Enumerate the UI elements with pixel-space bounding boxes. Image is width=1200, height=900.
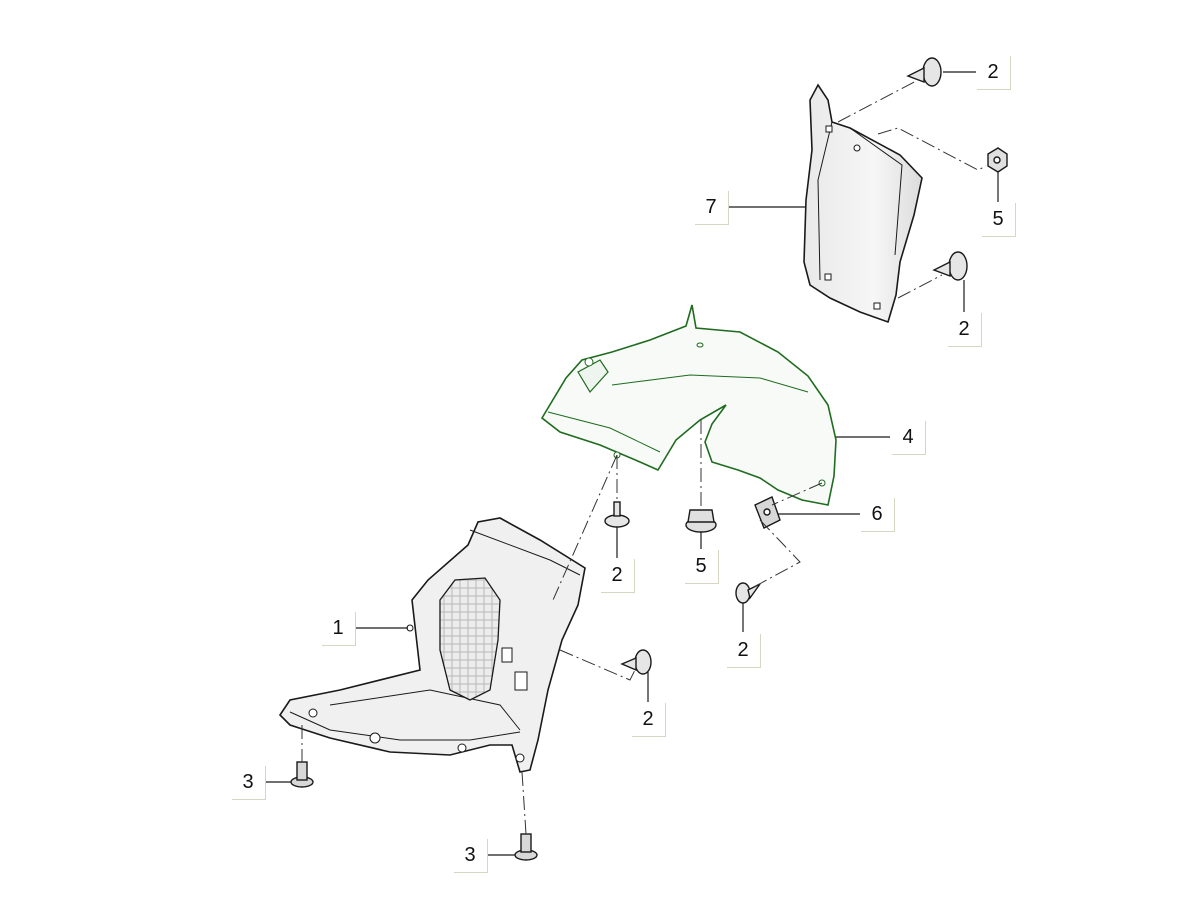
callout-2-lower: 2	[631, 702, 665, 736]
callout-2-mid: 2	[600, 558, 634, 592]
callout-label: 6	[871, 502, 883, 525]
fastener-screw-lower	[620, 649, 652, 675]
fastener-nut-top-right	[987, 147, 1008, 173]
callout-3-left: 3	[231, 765, 265, 799]
callout-label: 1	[332, 616, 344, 639]
leader-lines	[265, 71, 999, 856]
callout-label: 5	[992, 207, 1004, 230]
callout-label: 3	[464, 843, 476, 866]
callout-5-top-right: 5	[981, 202, 1015, 236]
callout-label: 2	[642, 707, 654, 730]
callout-2-mid-right: 2	[947, 312, 981, 346]
fastener-bolt-left	[290, 761, 314, 788]
callout-label: 2	[611, 563, 623, 586]
callout-label: 4	[902, 425, 914, 448]
fastener-screw-mid-right	[932, 251, 968, 281]
fastener-bolt-bottom	[514, 833, 538, 861]
callout-label: 7	[705, 195, 717, 218]
callout-4: 4	[891, 420, 925, 454]
callout-5-mid: 5	[684, 549, 718, 583]
callout-label: 2	[958, 317, 970, 340]
callout-2-lower-mid: 2	[726, 633, 760, 667]
callout-1: 1	[321, 611, 355, 645]
callout-label: 2	[737, 638, 749, 661]
callout-7: 7	[694, 190, 728, 224]
callout-2-top-right: 2	[976, 55, 1010, 89]
callout-3-bottom: 3	[453, 838, 487, 872]
fastener-nut-mid	[685, 509, 717, 533]
fastener-clip-nut	[754, 496, 781, 529]
wheel-arch-liner	[540, 304, 837, 506]
fastener-screw-top-right	[906, 57, 942, 87]
callout-label: 5	[695, 554, 707, 577]
assembly-lines	[301, 79, 987, 835]
callout-6: 6	[860, 497, 894, 531]
callout-label: 2	[987, 60, 999, 83]
rear-liner-panel	[803, 83, 923, 324]
inner-fender-liner-front	[278, 517, 586, 773]
callout-label: 3	[242, 770, 254, 793]
fastener-screw-mid	[604, 501, 630, 528]
